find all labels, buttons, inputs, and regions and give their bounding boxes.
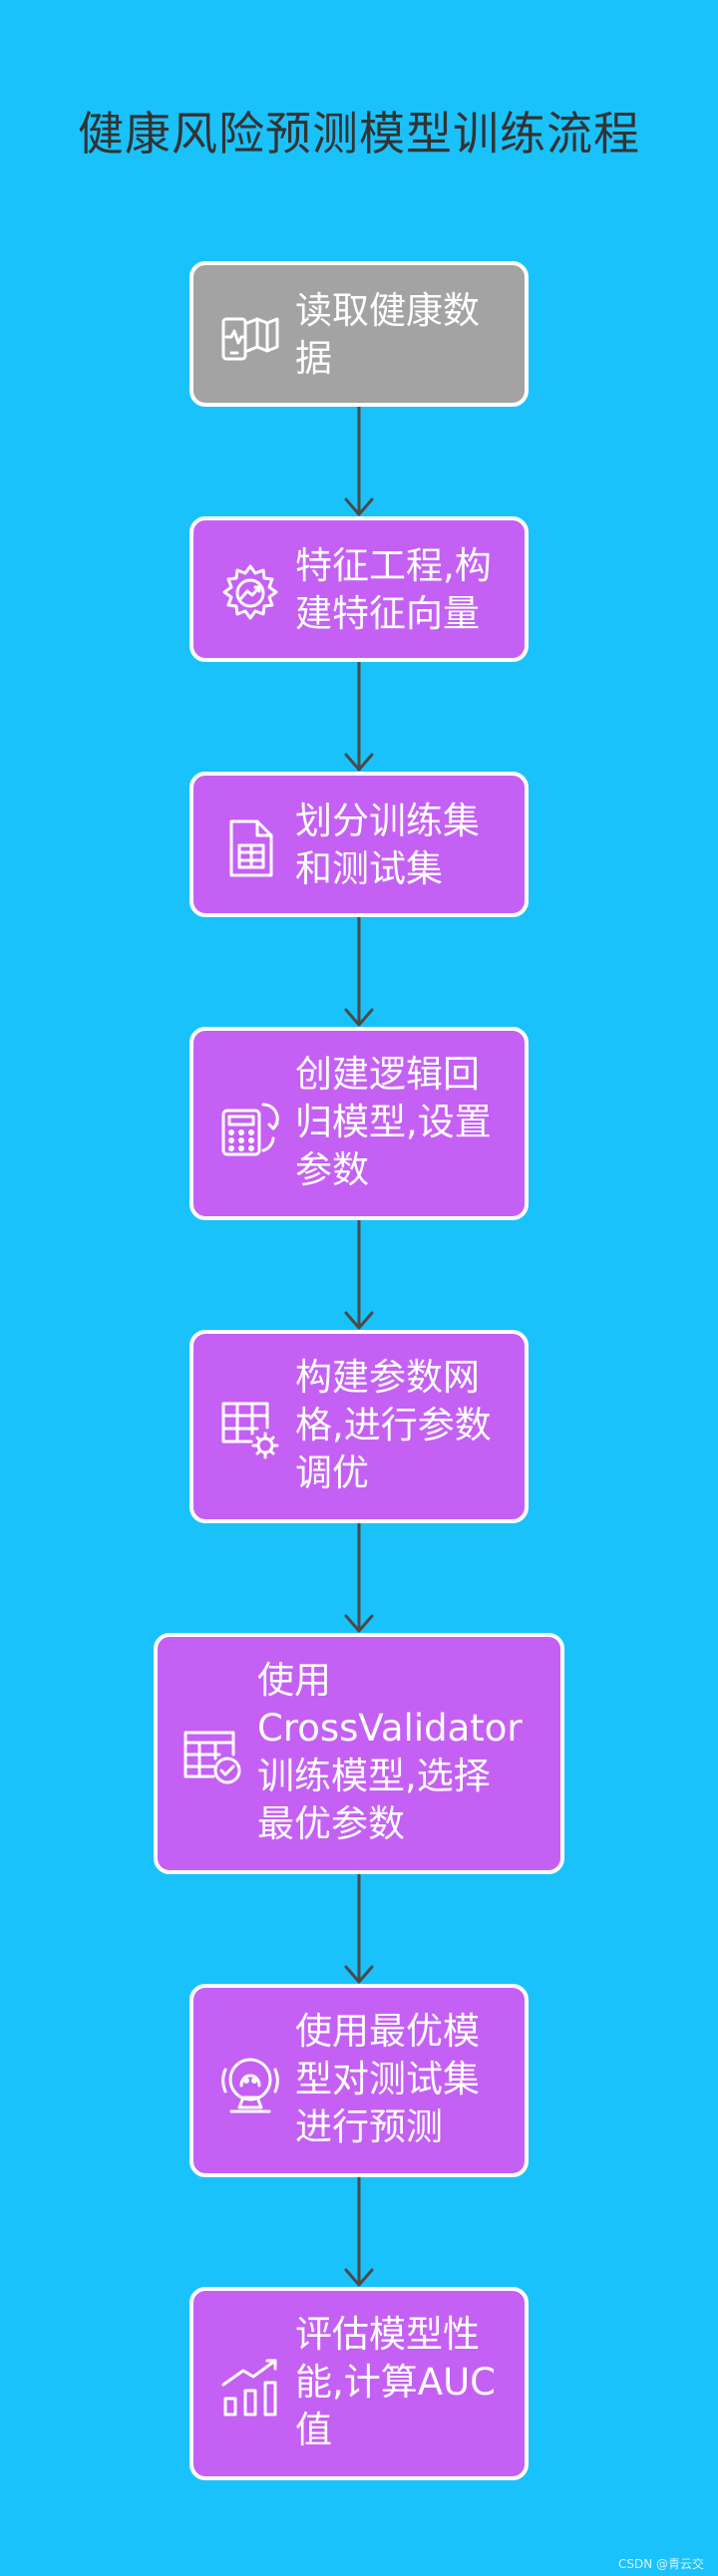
step-evaluate: 评估模型性 能,计算AUC 值 [189, 2287, 529, 2480]
step-label: 评估模型性 能,计算AUC 值 [295, 2313, 496, 2451]
step-label: 创建逻辑回 归模型,设置 参数 [295, 1053, 492, 1191]
step-label: 特征工程,构 建特征向量 [295, 544, 492, 635]
arrowhead [344, 753, 374, 772]
step-read-data: 读取健康数 据 [189, 261, 529, 407]
step-predict: 使用最优模 型对测试集 进行预测 [189, 1984, 529, 2177]
arrowhead [344, 1965, 374, 1984]
diagram-title: 健康风险预测模型训练流程 [78, 107, 640, 161]
table-check-icon [180, 1725, 245, 1790]
gear-chart-icon [217, 560, 283, 626]
bar-chart-up-icon [217, 2355, 283, 2420]
arrowhead [344, 497, 374, 516]
step-create-model: 创建逻辑回 归模型,设置 参数 [189, 1027, 529, 1220]
mobile-map-icon [217, 305, 283, 371]
step-feature-engineering: 特征工程,构 建特征向量 [189, 516, 529, 662]
step-label: 使用最优模 型对测试集 进行预测 [295, 2010, 480, 2148]
arrowhead [344, 1614, 374, 1633]
calculator-refresh-icon [217, 1095, 283, 1160]
step-cross-validator: 使用 CrossValidator 训练模型,选择 最优参数 [154, 1633, 564, 1874]
step-label: 构建参数网 格,进行参数 调优 [295, 1356, 492, 1494]
step-label: 读取健康数 据 [295, 289, 480, 380]
arrowhead [344, 1311, 374, 1330]
step-label: 划分训练集 和测试集 [295, 800, 480, 890]
spreadsheet-icon [217, 815, 283, 881]
crystal-ball-icon [217, 2052, 283, 2117]
step-param-grid: 构建参数网 格,进行参数 调优 [189, 1330, 529, 1523]
arrowhead [344, 1008, 374, 1027]
step-split-data: 划分训练集 和测试集 [189, 772, 529, 917]
arrowhead [344, 2268, 374, 2287]
watermark: CSDN @青云交 [617, 2557, 704, 2571]
step-label: 使用 CrossValidator 训练模型,选择 最优参数 [257, 1659, 523, 1845]
grid-gear-icon [217, 1398, 283, 1463]
